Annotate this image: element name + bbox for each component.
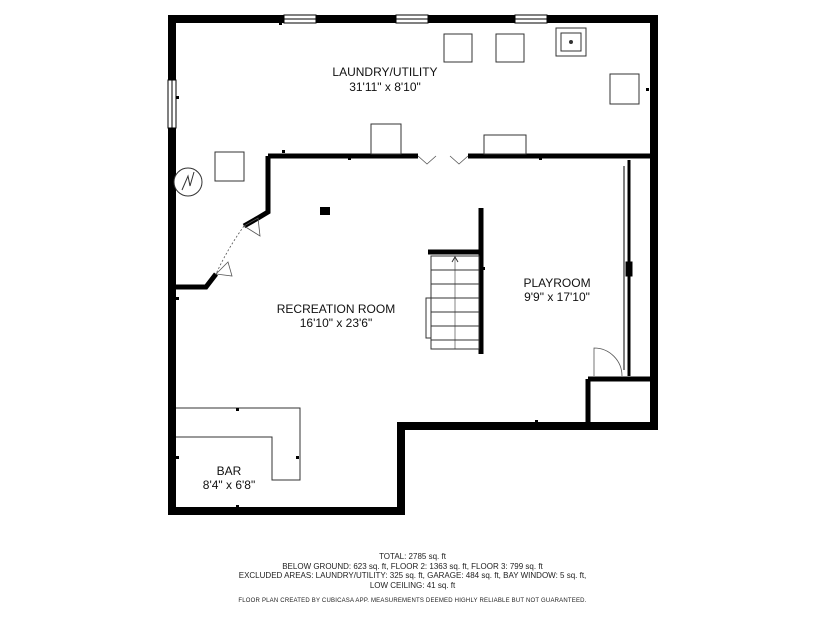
playroom-partition <box>623 160 633 376</box>
bar-counter <box>176 407 301 481</box>
windows <box>167 14 548 129</box>
laundry-room-dims: 31'11" x 8'10" <box>349 80 421 94</box>
credit-note: FLOOR PLAN CREATED BY CUBICASA APP. MEAS… <box>238 598 587 604</box>
laundry-fixtures <box>173 27 640 197</box>
doors <box>215 155 623 377</box>
playroom-dims: 9'9" x 17'10" <box>524 290 590 304</box>
exterior-walls <box>168 15 658 515</box>
floor-areas: BELOW GROUND: 623 sq. ft, FLOOR 2: 1363 … <box>282 561 543 571</box>
laundry-room-name: LAUNDRY/UTILITY <box>332 65 437 79</box>
bar-dims: 8'4" x 6'8" <box>203 478 255 492</box>
column <box>320 207 330 215</box>
interior-walls <box>176 153 654 426</box>
wall-markers <box>176 22 649 508</box>
low-ceiling-area: LOW CEILING: 41 sq. ft <box>369 580 456 590</box>
excluded-areas: EXCLUDED AREAS: LAUNDRY/UTILITY: 325 sq.… <box>238 571 587 580</box>
bar-name: BAR <box>217 464 242 478</box>
area-summary: TOTAL: 2785 sq. ft BELOW GROUND: 623 sq.… <box>0 552 825 590</box>
recreation-room-name: RECREATION ROOM <box>277 302 395 316</box>
total-area: TOTAL: 2785 sq. ft <box>379 552 446 561</box>
playroom-name: PLAYROOM <box>523 276 590 290</box>
recreation-room-dims: 16'10" x 23'6" <box>300 316 373 330</box>
staircase <box>425 255 480 350</box>
